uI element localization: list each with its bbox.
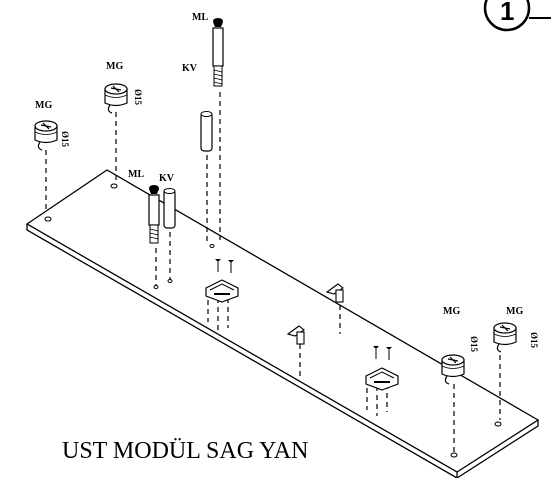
dowel-middle: KV xyxy=(159,173,176,229)
cam-lock-upper: MG Ø15 xyxy=(104,61,143,114)
minifix-bolt-top: ML KV xyxy=(182,12,224,87)
cam-lock-right-b: MG Ø15 xyxy=(493,306,539,353)
cam-lock-diameter: Ø15 xyxy=(133,89,143,106)
shelf-support-right xyxy=(325,283,344,303)
hinge-plate-right xyxy=(365,345,399,391)
bolt-label: ML xyxy=(192,12,208,23)
step-number: 1 xyxy=(500,0,514,26)
bolt-label: ML xyxy=(128,169,144,180)
panel-board xyxy=(25,169,540,478)
shelf-support-left xyxy=(286,325,305,345)
cam-lock-diameter: Ø15 xyxy=(469,336,479,353)
cam-lock-label: MG xyxy=(506,306,523,317)
diagram-title: UST MODÜL SAG YAN xyxy=(62,438,309,464)
cam-lock-label: MG xyxy=(106,61,123,72)
dowel-label: KV xyxy=(182,63,198,74)
cam-lock-label: MG xyxy=(443,306,460,317)
cam-lock-left: MG Ø15 xyxy=(34,100,70,151)
dowel-label: KV xyxy=(159,173,175,184)
cam-lock-label: MG xyxy=(35,100,52,111)
cam-lock-diameter: Ø15 xyxy=(60,131,70,148)
cam-lock-right-a: MG Ø15 xyxy=(441,306,479,385)
hinge-plate-left xyxy=(205,258,239,303)
minifix-bolt-middle: ML xyxy=(128,169,160,244)
step-number-badge: 1 xyxy=(483,0,551,32)
dowel-upper xyxy=(200,111,213,152)
cam-lock-diameter: Ø15 xyxy=(529,332,539,349)
